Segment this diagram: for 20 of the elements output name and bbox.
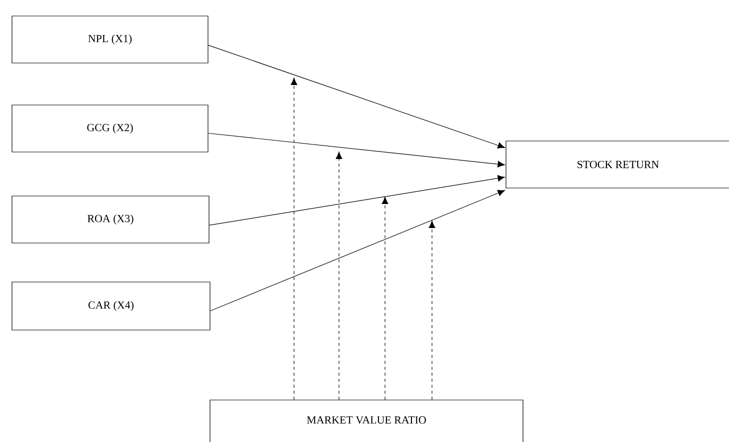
box <box>12 104 208 152</box>
box-label: ROA (X3) <box>88 214 134 224</box>
box-label: STOCK RETURN <box>578 160 659 168</box>
arrow <box>208 44 505 149</box>
box <box>210 400 524 442</box>
dashed-arrow <box>428 220 436 400</box>
box <box>506 140 729 188</box>
box <box>12 282 210 330</box>
arrow <box>209 175 505 226</box>
box-label: CAR (X4) <box>88 301 134 311</box>
arrow <box>210 190 506 312</box>
box <box>12 196 210 244</box>
box-label: MARKET VALUE RATIO <box>306 416 426 424</box>
dashed-arrow <box>382 196 388 400</box>
dashed-arrow <box>290 78 298 400</box>
box <box>12 16 208 64</box>
dashed-arrow <box>336 152 342 400</box>
arrow <box>208 132 505 168</box>
box-label: NPL (X1) <box>88 34 132 44</box>
box-label: GCG (X2) <box>87 124 133 134</box>
